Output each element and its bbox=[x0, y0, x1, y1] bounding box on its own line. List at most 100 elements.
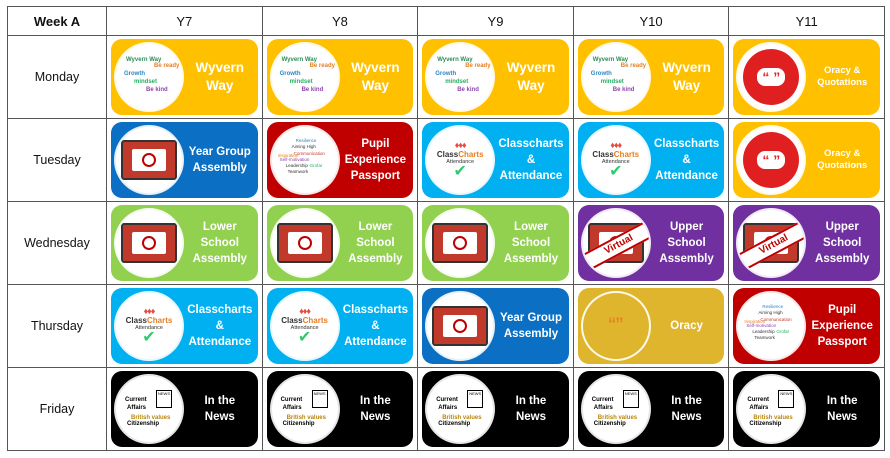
checkmark-icon: ✔ bbox=[297, 329, 312, 346]
news-word: Current bbox=[436, 397, 458, 403]
activity-tile: “ ” Oracy &Quotations bbox=[733, 122, 880, 198]
wordcloud-word: Teamwork bbox=[287, 169, 309, 174]
wordcloud-word: Wyvern Way bbox=[126, 57, 162, 63]
news-word: Affairs bbox=[127, 405, 147, 411]
activity-label-line: In the bbox=[204, 395, 236, 407]
timetable-slot: “”Oracy bbox=[572, 284, 730, 368]
wordcloud-word: Wyvern Way bbox=[592, 57, 629, 63]
year-header: Y8 bbox=[261, 6, 419, 36]
stage-shape bbox=[432, 306, 489, 346]
wordcloud-word: Inspiration bbox=[744, 319, 766, 324]
news-word: Citizenship bbox=[127, 421, 160, 427]
activity-label-line: Lower bbox=[514, 221, 548, 233]
news-word: Current bbox=[125, 397, 147, 403]
day-label: Friday bbox=[7, 367, 107, 451]
news-word: British values bbox=[597, 415, 638, 421]
activity-label-line: & bbox=[526, 154, 536, 166]
wordcloud-word: Be ready bbox=[154, 63, 180, 69]
brand-part-1: Class bbox=[436, 150, 459, 159]
news-word: British values bbox=[286, 415, 326, 421]
quote-glyph: “ ” bbox=[757, 151, 786, 169]
activity-label-line: School bbox=[511, 237, 551, 249]
activity-label-line: Oracy & bbox=[823, 148, 861, 159]
wordcloud-word: Aiming High bbox=[758, 310, 783, 315]
red-circle: “ ” bbox=[743, 49, 800, 105]
stage-screen bbox=[443, 315, 478, 337]
activity-label-line: Lower bbox=[358, 221, 393, 233]
stage-shape bbox=[276, 223, 333, 263]
activity-label-line: Assembly bbox=[503, 253, 559, 265]
activity-label-line: Passport bbox=[817, 336, 867, 348]
activity-tile: “ ” Oracy &Quotations bbox=[733, 39, 880, 115]
week-label: Week A bbox=[7, 6, 107, 36]
wordcloud-word: Inspiration bbox=[277, 153, 299, 158]
activity-label-line: Way bbox=[672, 78, 701, 93]
news-word: Current bbox=[747, 397, 770, 403]
activity-label-line: In the bbox=[826, 395, 858, 407]
news-word: British values bbox=[442, 415, 482, 421]
wordcloud-word: mindset bbox=[445, 79, 469, 85]
activity-label-line: Assembly bbox=[815, 253, 870, 265]
activity-label-line: News bbox=[671, 411, 702, 423]
news-word: Current bbox=[280, 397, 303, 403]
timetable-slot: “ ” Oracy &Quotations bbox=[728, 118, 885, 202]
activity-label-line: Assembly bbox=[348, 253, 403, 265]
people-icon: ♦♦♦ bbox=[454, 140, 467, 150]
brand-part-2: Charts bbox=[458, 150, 484, 159]
activity-label-line: School bbox=[667, 237, 706, 249]
activity-label-line: Experience bbox=[811, 320, 873, 332]
wordcloud-word: Be ready bbox=[465, 63, 491, 69]
activity-label: Oracy &Quotations bbox=[804, 65, 880, 89]
day-label: Thursday bbox=[7, 284, 107, 368]
news-word: Citizenship bbox=[438, 421, 471, 427]
wordcloud-word: Growth bbox=[590, 71, 612, 77]
activity-label-line: Quotations bbox=[817, 160, 868, 171]
wordcloud-word: Be kind bbox=[612, 87, 635, 93]
wordcloud-word: Resilience bbox=[762, 304, 784, 309]
wordcloud-word: Be kind bbox=[146, 87, 168, 93]
quote-glyph: “ ” bbox=[757, 68, 786, 86]
classcharts-brand: ClassCharts bbox=[126, 316, 173, 325]
activity-label-line: School bbox=[356, 237, 395, 249]
day-label: Tuesday bbox=[7, 118, 107, 202]
activity-label-line: News bbox=[515, 411, 546, 423]
activity-label-line: School bbox=[823, 237, 862, 249]
activity-label-line: Attendance bbox=[655, 170, 718, 182]
speech-bubble-quote-icon: “ ” bbox=[738, 44, 805, 110]
activity-label-line: News bbox=[827, 411, 858, 423]
news-word: Affairs bbox=[749, 405, 769, 411]
wordcloud-word: mindset bbox=[289, 79, 313, 85]
people-icon: ♦♦♦ bbox=[143, 306, 156, 316]
assembly-stage-icon bbox=[427, 293, 494, 359]
